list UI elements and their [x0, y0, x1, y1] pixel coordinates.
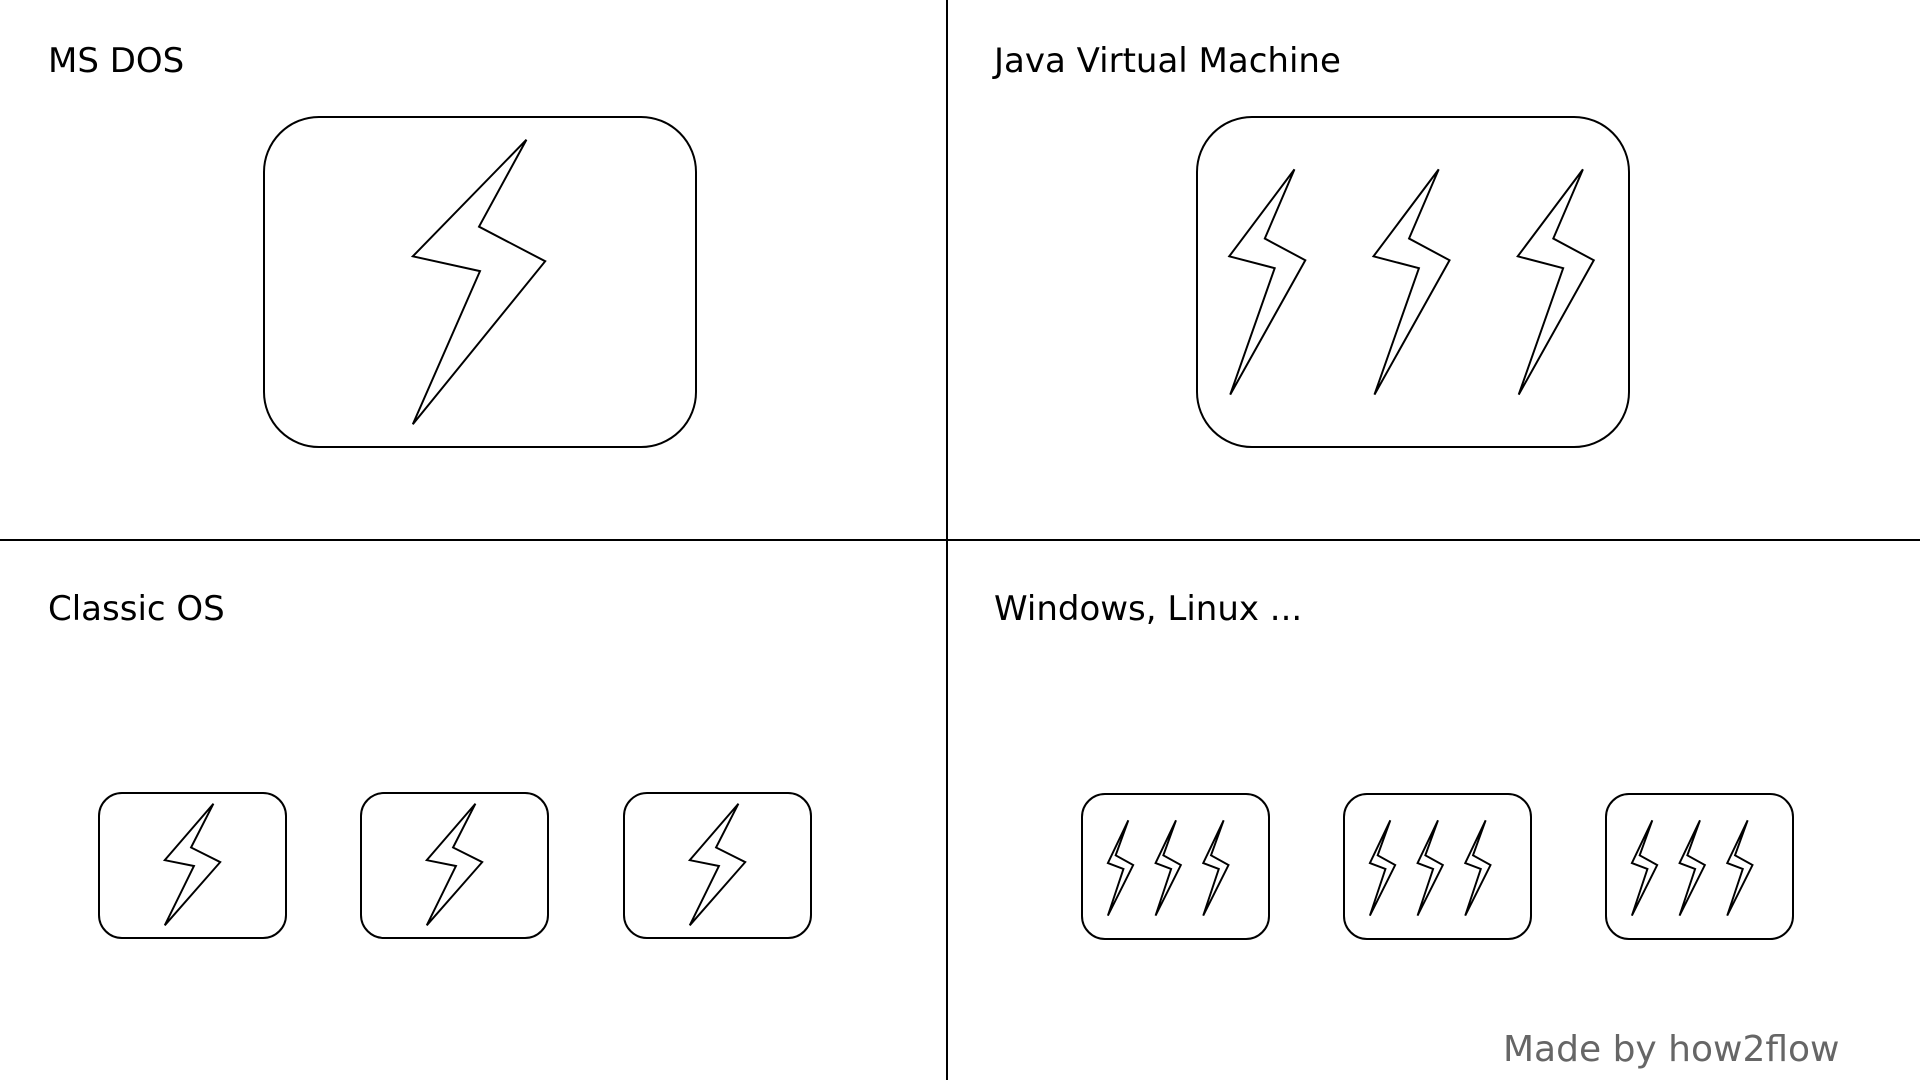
quadrant-title: MS DOS	[48, 41, 185, 81]
bolt-group	[424, 803, 484, 926]
lightning-bolt-icon	[1516, 168, 1596, 396]
process-box	[98, 792, 287, 939]
horizontal-divider	[0, 539, 1920, 541]
bolt-group	[1630, 819, 1754, 917]
lightning-bolt-icon	[1371, 168, 1451, 396]
lightning-bolt-icon	[1154, 819, 1183, 917]
lightning-bolt-icon	[162, 803, 222, 926]
process-box	[1196, 116, 1630, 448]
quadrant-title: Classic OS	[48, 589, 225, 629]
lightning-bolt-icon	[1227, 168, 1307, 396]
bolt-group	[1106, 819, 1230, 917]
process-box	[1343, 793, 1532, 940]
bolt-group	[1227, 168, 1596, 396]
process-box	[360, 792, 549, 939]
watermark-text: Made by how2flow	[1503, 1029, 1840, 1070]
lightning-bolt-icon	[1106, 819, 1135, 917]
lightning-bolt-icon	[1201, 819, 1230, 917]
lightning-bolt-icon	[1463, 819, 1492, 917]
process-box	[623, 792, 812, 939]
lightning-bolt-icon	[424, 803, 484, 926]
lightning-bolt-icon	[1368, 819, 1397, 917]
quadrant-title: Java Virtual Machine	[994, 41, 1341, 81]
process-box	[1081, 793, 1270, 940]
lightning-bolt-icon	[1416, 819, 1445, 917]
quadrant-title: Windows, Linux ...	[994, 589, 1303, 629]
bolt-group	[162, 803, 222, 926]
lightning-bolt-icon	[687, 803, 747, 926]
lightning-bolt-icon	[1630, 819, 1659, 917]
process-box	[1605, 793, 1794, 940]
lightning-bolt-icon	[1725, 819, 1754, 917]
bolt-group	[1368, 819, 1492, 917]
lightning-bolt-icon	[410, 139, 547, 425]
lightning-bolt-icon	[1678, 819, 1707, 917]
bolt-group	[410, 139, 547, 425]
bolt-group	[687, 803, 747, 926]
process-box	[263, 116, 697, 448]
